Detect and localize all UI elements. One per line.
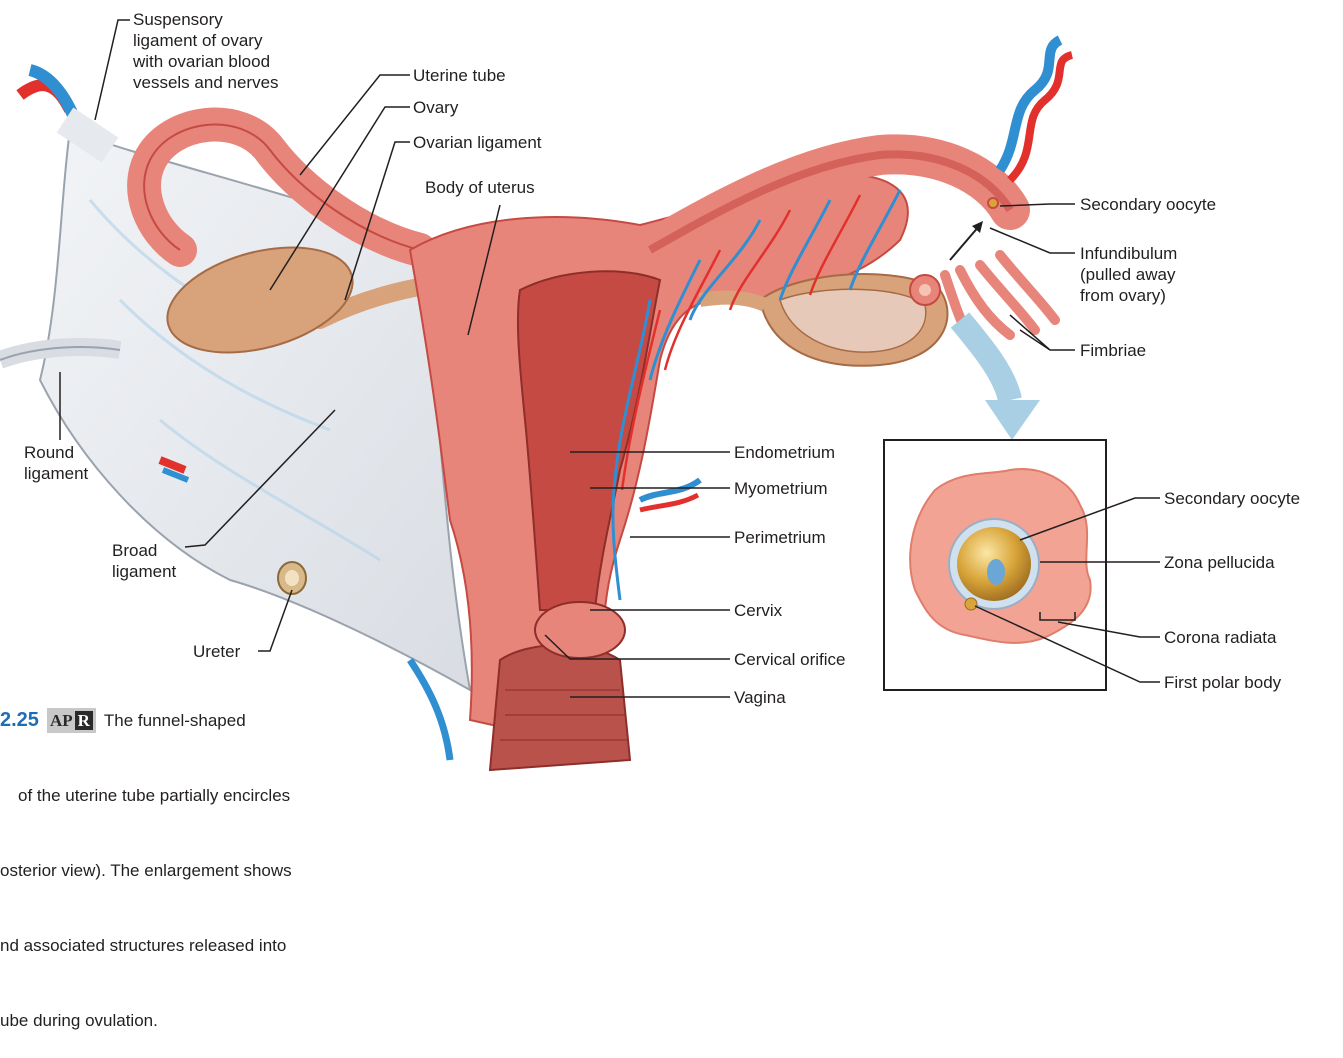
label-myometrium: Myometrium	[734, 478, 828, 499]
caption-line-4: nd associated structures released into	[0, 933, 292, 958]
caption-line-5: ube during ovulation.	[0, 1008, 292, 1033]
caption-line-2: of the uterine tube partially encircles	[0, 783, 292, 808]
label-corona-radiata: Corona radiata	[1164, 627, 1276, 648]
label-ovarian-ligament: Ovarian ligament	[413, 132, 542, 153]
label-zona-pellucida: Zona pellucida	[1164, 552, 1275, 573]
label-secondary-oocyte: Secondary oocyte	[1080, 194, 1216, 215]
label-uterine-tube: Uterine tube	[413, 65, 506, 86]
vagina	[490, 645, 630, 770]
label-perimetrium: Perimetrium	[734, 527, 826, 548]
released-oocyte	[988, 198, 998, 208]
caption-line-3: osterior view). The enlargement shows	[0, 858, 292, 883]
label-infundibulum: Infundibulum (pulled away from ovary)	[1080, 243, 1177, 306]
first-polar-body	[965, 598, 977, 610]
figure-number: 2.25	[0, 709, 39, 731]
figure-stage: Suspensory ligament of ovary with ovaria…	[0, 0, 1343, 784]
label-round-ligament: Round ligament	[24, 442, 88, 484]
label-broad-ligament: Broad ligament	[112, 540, 176, 582]
label-endometrium: Endometrium	[734, 442, 835, 463]
label-fimbriae: Fimbriae	[1080, 340, 1146, 361]
label-body-of-uterus: Body of uterus	[425, 177, 535, 198]
label-vagina: Vagina	[734, 687, 786, 708]
label-first-polar-body: First polar body	[1164, 672, 1281, 693]
label-ovary: Ovary	[413, 97, 458, 118]
label-suspensory-ligament: Suspensory ligament of ovary with ovaria…	[133, 9, 279, 93]
label-cervical-orifice: Cervical orifice	[734, 649, 845, 670]
label-cervix: Cervix	[734, 600, 782, 621]
broad-ligament-sheet	[40, 130, 470, 690]
label-inset-secondary-oocyte: Secondary oocyte	[1164, 488, 1300, 509]
